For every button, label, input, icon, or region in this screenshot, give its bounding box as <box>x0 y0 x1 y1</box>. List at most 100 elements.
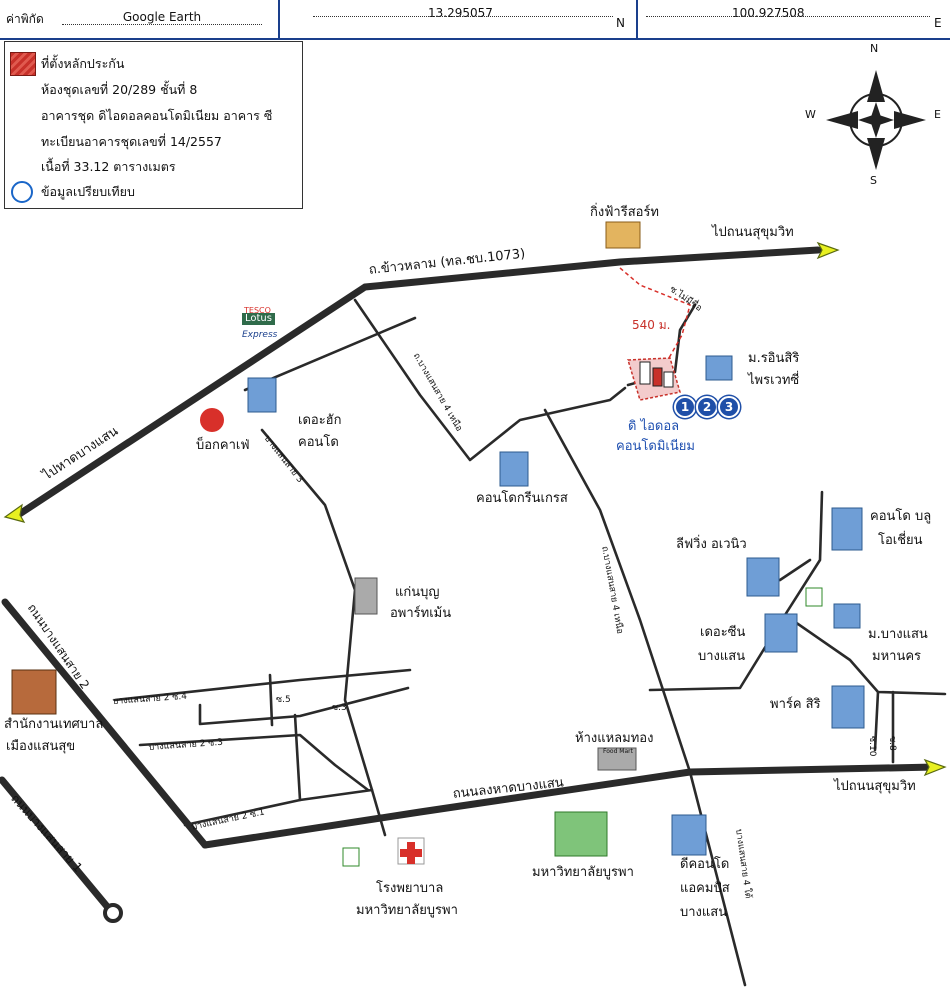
compass-e: E <box>934 108 941 121</box>
label-burapha-univ: มหาวิทยาลัยบูรพา <box>532 865 634 880</box>
label-condo-blue-1: คอนโด บลู <box>870 509 932 524</box>
label-block-cafe: บ็อกคาเฟ่ <box>196 438 250 453</box>
label-green-grace: คอนโดกรีนเกรส <box>476 491 568 506</box>
municipal-icon <box>11 669 57 715</box>
legend-line-4: เนื้อที่ 33.12 ตารางเมตร <box>41 159 176 174</box>
lat-direction: N <box>616 16 625 30</box>
compass-w: W <box>805 108 816 121</box>
other-icons <box>11 221 861 867</box>
long-hat-road <box>201 763 939 849</box>
label-to-sukhumvit-right: ไปถนนสุขุมวิท <box>834 779 916 794</box>
condo-icon <box>671 814 707 856</box>
compass-n: N <box>870 42 879 55</box>
label-express: Express <box>242 330 278 340</box>
label-lotus: Lotus <box>242 313 275 325</box>
coord-source: Google Earth <box>62 10 262 25</box>
mall-icon <box>597 747 637 771</box>
comparison-marker-1: 1 <box>674 396 696 418</box>
condo-icon <box>247 377 277 413</box>
label-foodmart: Food Mart <box>603 748 633 755</box>
label-municipal-1: สำนักงานเทศบาล <box>4 717 104 732</box>
bangsaen2-road <box>1 598 209 849</box>
longitude-value: 100.927508 <box>732 6 805 20</box>
label-park-siri: พาร์ค สิริ <box>770 697 821 712</box>
comparison-marker-2: 2 <box>696 396 718 418</box>
condo-icon <box>831 685 865 729</box>
label-soi10: ซ.10 <box>867 736 877 757</box>
condo-icon <box>499 451 529 487</box>
apartment-icon <box>354 577 378 615</box>
label-to-sukhumvit-top: ไปถนนสุขุมวิท <box>712 225 794 240</box>
label-kaenboon-1: แก่นบุญ <box>395 585 440 600</box>
label-kaenboon-2: อพาร์ทเม้น <box>390 606 452 621</box>
seven-eleven-icon <box>342 847 360 867</box>
resort-icon <box>605 221 641 249</box>
label-the-zeen-1: เดอะซีน <box>700 625 746 640</box>
legend-box: ที่ตั้งหลักประกัน ห้องชุดเลขที่ 20/289 ช… <box>4 41 303 209</box>
lon-direction: E <box>934 16 942 30</box>
coordinate-bar: ค่าพิกัด Google Earth 13.295057 N 100.92… <box>0 0 950 40</box>
compass-s: S <box>870 174 877 187</box>
bangsaen1-road <box>0 776 114 914</box>
label-municipal-2: เมืองแสนสุข <box>6 739 76 754</box>
label-distance: 540 ม. <box>632 318 671 332</box>
label-dcondo-2: แอคมปัส <box>680 881 730 896</box>
condo-icon <box>746 557 780 597</box>
label-soi8: ซ.8 <box>887 736 897 751</box>
seven-eleven-icon <box>805 587 823 607</box>
main-roads <box>0 246 939 923</box>
legend-comparison: ข้อมูลเปรียบเทียบ <box>41 184 135 199</box>
subject-site <box>627 357 681 401</box>
roundabout <box>103 903 123 923</box>
legend-collateral-title: ที่ตั้งหลักประกัน <box>41 56 125 71</box>
cafe-icon <box>200 408 224 432</box>
label-the-hug-1: เดอะฮัก <box>298 413 342 428</box>
condo-icon <box>831 507 863 551</box>
label-hospital-2: มหาวิทยาลัยบูรพา <box>356 903 458 918</box>
label-soi3: ซ.3 <box>332 703 347 713</box>
label-hospital-1: โรงพยาบาล <box>376 881 444 896</box>
legend-line-2: อาคารชุด ดิไอดอลคอนโดมิเนียม อาคาร ซี <box>41 108 273 123</box>
legend-line-1: ห้องชุดเลขที่ 20/289 ชั้นที่ 8 <box>41 82 198 97</box>
minor-roads <box>113 298 947 987</box>
direction-arrows <box>3 241 947 777</box>
collateral-swatch-icon <box>10 52 36 76</box>
label-the-idol-2: คอนโดมิเนียม <box>616 439 695 454</box>
arrow-right-bottom <box>923 758 947 777</box>
label-bangsaen-mahanakorn-2: มหานคร <box>872 649 922 664</box>
label-the-idol-1: ดิ ไอดอล <box>628 419 680 434</box>
label-living-avenue: ลีฟวิ่ง อเวนิว <box>676 537 747 552</box>
label-soi5: ซ.5 <box>276 695 291 705</box>
label-the-hug-2: คอนโด <box>298 435 339 450</box>
comparison-ring-icon <box>11 181 33 203</box>
lat-dotted-line <box>313 16 613 17</box>
house-icon <box>833 603 861 629</box>
label-dcondo-3: บางแสน <box>680 905 728 920</box>
coord-label: ค่าพิกัด <box>6 12 44 26</box>
university-icon <box>554 811 608 857</box>
lat-cell: 13.295057 N <box>278 0 638 38</box>
arrow-right-top <box>816 241 840 260</box>
khaolam-road <box>14 246 822 519</box>
condo-icons <box>247 377 865 856</box>
lon-dotted-line <box>646 16 930 17</box>
label-rin-siri-2: ไพรเวทซี่ <box>748 373 800 388</box>
label-tesco: TESCO <box>244 306 271 315</box>
label-laemthong: ห้างแหลมทอง <box>575 731 654 746</box>
label-condo-blue-2: โอเชี่ยน <box>878 533 923 548</box>
legend-line-3: ทะเบียนอาคารชุดเลขที่ 14/2557 <box>41 134 222 149</box>
compass-rose <box>826 70 926 170</box>
label-dcondo-1: ดีคอนโด <box>680 857 730 872</box>
label-kingfa: กิ่งฟ้ารีสอร์ท <box>590 205 659 220</box>
hospital-cross-icon <box>400 842 422 864</box>
label-the-zeen-2: บางแสน <box>698 649 746 664</box>
label-rin-siri-1: ม.รอินสิริ <box>748 351 800 366</box>
arrow-left <box>3 503 26 523</box>
house-icon <box>705 355 733 381</box>
condo-icon <box>764 613 798 653</box>
latitude-value: 13.295057 <box>428 6 493 20</box>
source-cell: ค่าพิกัด Google Earth <box>0 0 280 38</box>
comparison-marker-3: 3 <box>718 396 740 418</box>
label-bangsaen-mahanakorn-1: ม.บางแสน <box>868 627 928 642</box>
